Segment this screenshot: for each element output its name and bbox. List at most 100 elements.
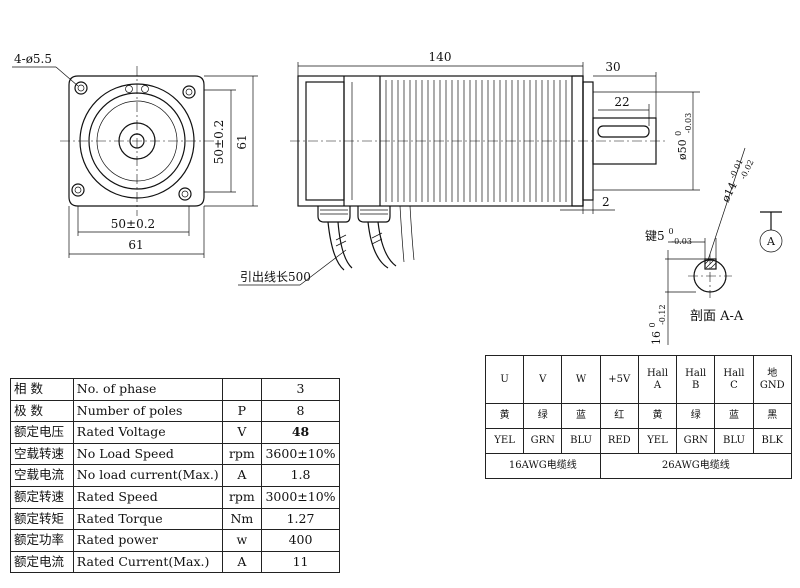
spec-cn-name: 空载电流 [10, 464, 74, 487]
wire-color-en: GRN [523, 428, 563, 454]
section-mark [759, 229, 783, 253]
wire-color-en: YEL [637, 428, 678, 454]
wire-color-en: BLU [561, 428, 601, 454]
wire-color-cn: 红 [599, 403, 639, 429]
spec-value: 48 [261, 421, 340, 444]
spec-en-name: No Load Speed [72, 442, 223, 466]
spec-value: 3600±10% [261, 442, 340, 466]
hole-note: 4-ø5.5 [14, 52, 52, 66]
mount-hole [182, 85, 196, 99]
spec-value: 11 [261, 550, 340, 574]
flange-thickness-dim: 2 [602, 195, 610, 209]
cable-16awg: 16AWG电缆线 [485, 453, 601, 479]
section-dia-dim: ø14 -0.01 -0.02 [715, 153, 756, 206]
pilot-height-dim: 50±0.2 [212, 120, 226, 164]
spec-en-name: Rated Voltage [72, 421, 223, 444]
cooling-fins [385, 80, 567, 202]
spec-en-name: Number of poles [72, 399, 223, 423]
spec-en-name: Rated Speed [72, 485, 223, 509]
spec-unit: V [221, 421, 263, 444]
cable-26awg: 26AWG电缆线 [599, 453, 793, 479]
wire-color-cn: 黄 [637, 403, 678, 429]
key-width-dim: 键5 0 -0.03 [645, 223, 692, 246]
spec-value: 3 [261, 378, 340, 401]
spec-unit: A [221, 464, 263, 487]
key-length-dim: 22 [614, 95, 629, 109]
wire-color-en: GRN [676, 428, 716, 454]
flange-height-dim: 61 [235, 134, 249, 149]
spec-cn-name: 额定电压 [10, 421, 74, 444]
wire-color-cn: 绿 [523, 403, 563, 429]
spec-en-name: Rated power [72, 529, 223, 552]
wire-header: W [561, 355, 601, 404]
spec-unit: Nm [221, 507, 263, 531]
spec-unit: w [221, 529, 263, 552]
spec-cn-name: 极 数 [10, 399, 74, 423]
wire-color-cn: 黄 [484, 403, 525, 429]
svg-text:A: A [766, 235, 776, 248]
wire-color-en: BLU [714, 428, 754, 454]
lead-wires [327, 205, 415, 271]
spec-en-name: No. of phase [72, 378, 223, 401]
spec-cn-name: 空载转速 [10, 442, 74, 466]
spec-en-name: No load current(Max.) [72, 464, 223, 487]
wire-header: V [523, 355, 563, 404]
spec-value: 1.27 [261, 507, 340, 531]
wire-header: U [484, 355, 525, 404]
spec-value: 8 [261, 399, 340, 423]
wire-color-cn: 蓝 [714, 403, 754, 429]
wire-header: +5V [599, 355, 639, 404]
spec-cn-name: 额定转矩 [10, 507, 74, 531]
shaft-dia-dim: ø50 0 -0.03 [671, 113, 693, 160]
spec-unit: rpm [221, 485, 263, 509]
wire-color-en: YEL [484, 428, 525, 454]
spec-value: 3000±10% [261, 485, 340, 509]
wire-color-cn: 蓝 [561, 403, 601, 429]
cable-glands [317, 206, 391, 223]
mount-hole [71, 183, 85, 197]
section-a-a: ø14 -0.01 -0.02 键5 0 -0.03 16 0 -0.12 剖 [645, 147, 783, 345]
body-length-dim: 140 [429, 50, 452, 64]
spec-cn-name: 额定功率 [10, 529, 74, 552]
wire-color-cn: 绿 [676, 403, 716, 429]
spec-cn-name: 额定转速 [10, 485, 74, 509]
mount-hole [74, 81, 88, 95]
wire-color-cn: 黑 [752, 403, 793, 429]
pilot-width-dim: 50±0.2 [111, 217, 155, 231]
wire-color-en: RED [599, 428, 639, 454]
wire-color-cn-row: 黄绿蓝红黄绿蓝黑 [484, 403, 793, 429]
mount-hole [178, 187, 192, 201]
front-view: 4-ø5.5 50±0.2 61 50±0.2 61 [12, 52, 258, 258]
section-title: 剖面 A-A [690, 309, 744, 324]
motor-drawing: 4-ø5.5 50±0.2 61 50±0.2 61 140 [12, 50, 783, 345]
spec-en-name: Rated Current(Max.) [72, 550, 223, 574]
spec-unit [221, 378, 263, 401]
spec-cn-name: 额定电流 [10, 550, 74, 574]
shaft-key [597, 125, 650, 138]
lead-length-note: 引出线长500 [240, 270, 311, 284]
spec-value: 1.8 [261, 464, 340, 487]
side-view: 140 [238, 50, 700, 286]
spec-value: 400 [261, 529, 340, 552]
spec-unit: A [221, 550, 263, 574]
wire-color-en: BLK [752, 428, 793, 454]
flange-width-dim: 61 [128, 238, 143, 252]
key-depth-dim: 16 0 -0.12 [645, 304, 667, 345]
